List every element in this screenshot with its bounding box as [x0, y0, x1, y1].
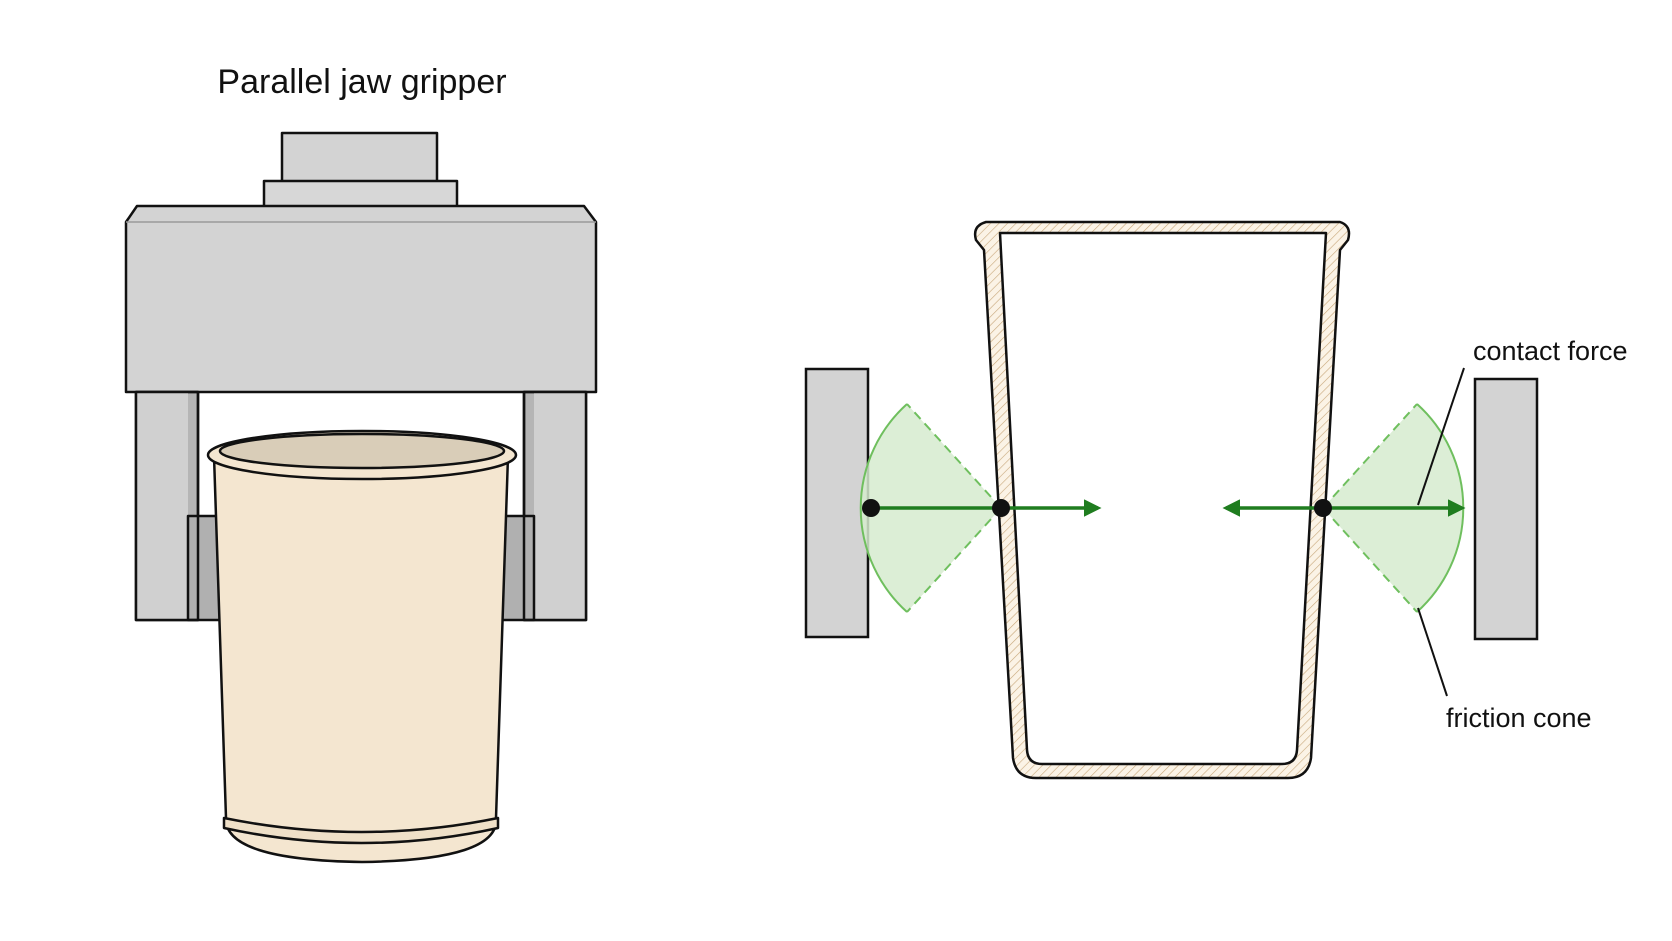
cup-wall [973, 220, 1351, 780]
cup-rim-inner [218, 432, 506, 470]
right-jaw [498, 390, 588, 622]
cup-cross-section [973, 220, 1351, 780]
friction-cone-leader [1417, 607, 1448, 697]
contact-force-label: contact force [1473, 336, 1628, 366]
contact-point-right-wall [1314, 499, 1332, 517]
cup-body [212, 454, 510, 864]
diagram-title: Parallel jaw gripper [217, 63, 506, 101]
cup-bottom-rim [222, 816, 500, 845]
right-finger-pad [1473, 377, 1539, 641]
left-finger-pad [804, 367, 870, 639]
contact-point-left-wall [992, 499, 1010, 517]
gripper-body [124, 204, 598, 394]
contact-point-left-pad [862, 499, 880, 517]
gripper-mount-top [280, 131, 439, 185]
contact-force-leader [1417, 367, 1465, 506]
left-jaw [134, 390, 224, 622]
parallel-jaw-gripper [124, 131, 598, 622]
friction-cone-label: friction cone [1446, 703, 1592, 733]
paper-cup-3d [206, 429, 518, 864]
